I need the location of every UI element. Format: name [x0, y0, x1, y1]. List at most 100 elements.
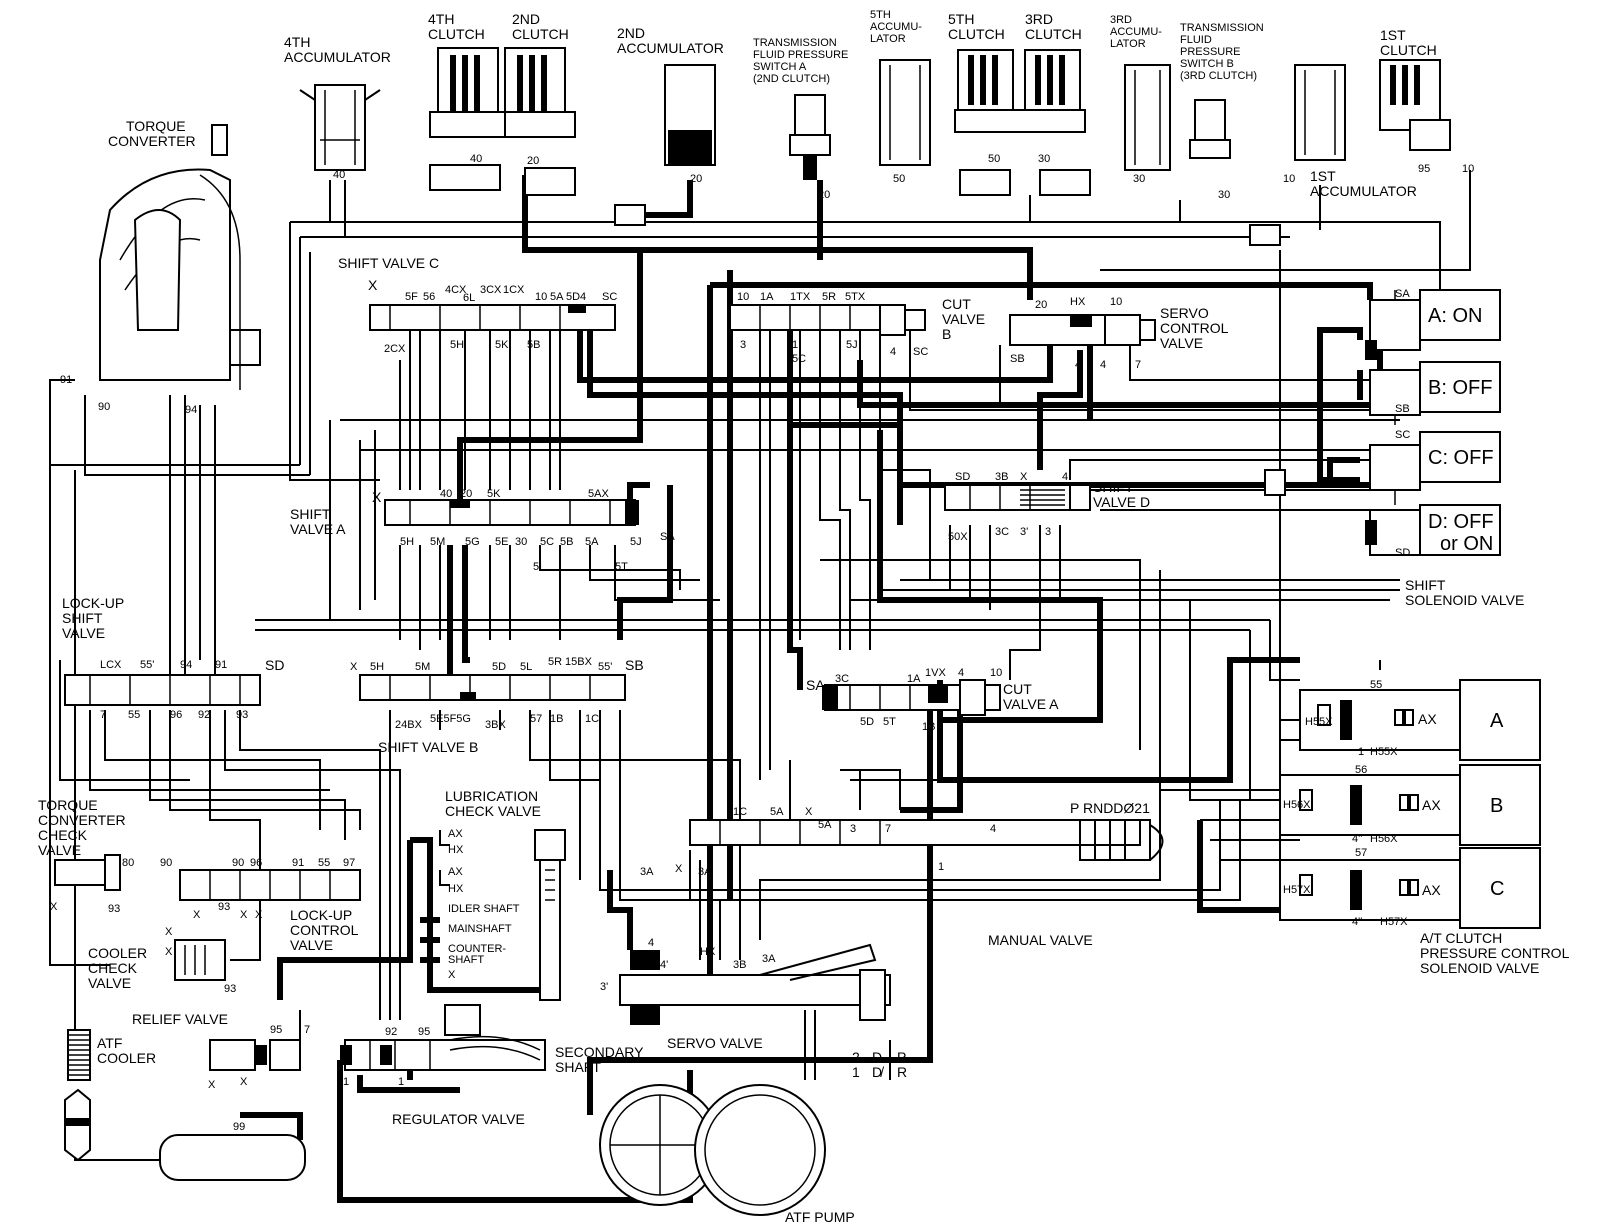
label-regulator-valve: REGULATOR VALVE: [392, 1111, 525, 1127]
port-20b: 20: [690, 173, 702, 185]
port-svb-5r: 5R: [548, 656, 562, 668]
port-scv-4: 4: [1100, 359, 1106, 371]
port-srv-3p: 3': [600, 981, 608, 993]
port-scv-7: 7: [1135, 359, 1141, 371]
port-ccv-x1: X: [165, 926, 173, 938]
port-mv-x2: X: [675, 863, 683, 875]
port-rv-7: 7: [304, 1024, 310, 1036]
port-cvb-3: 3: [740, 339, 746, 351]
label-secondary-shaft-l1: SECONDARY: [555, 1044, 644, 1060]
clutch-2nd: 2ND CLUTCH 20: [504, 11, 576, 196]
solenoid-c-box: [1419, 431, 1501, 483]
label-shift-valve-d-l1: SHIFT: [1093, 479, 1134, 495]
label-clutch-2nd-l2: CLUTCH: [512, 26, 569, 42]
solenoid-c-state: C: OFF: [1428, 447, 1494, 469]
port-svc-5d: 5D: [566, 291, 580, 303]
accumulator-5th: 5TH ACCUMU- LATOR 50: [870, 9, 931, 185]
port-40b: 40: [470, 153, 482, 165]
label-switch-b-l2: FLUID: [1180, 34, 1212, 46]
label-lubrication-check-l2: CHECK VALVE: [445, 803, 541, 819]
label-clutch-5th-l2: CLUTCH: [948, 26, 1005, 42]
port-svb-55p: 55': [598, 661, 612, 673]
pressure-solenoid-c-h-out: H57X: [1380, 916, 1408, 928]
port-svb-5h: 5H: [370, 661, 384, 673]
port-lsv-7: 7: [100, 709, 106, 721]
port-svb-x: X: [350, 661, 358, 673]
solenoid-a-port: SA: [1395, 288, 1410, 300]
lube-port-ax1: AX: [448, 828, 463, 840]
port-mv-3a: 3A: [640, 866, 654, 878]
pressure-switch-b: TRANSMISSION FLUID PRESSURE SWITCH B (3R…: [1180, 22, 1264, 201]
pressure-solenoid-c-ax: AX: [1422, 882, 1441, 898]
port-sva-5t: 5T: [615, 561, 628, 573]
port-srv-3a: 3A: [762, 953, 776, 965]
lube-port-hx1: HX: [448, 844, 464, 856]
port-cva-5t: 5T: [883, 716, 896, 728]
label-accumulator-3rd-l3: LATOR: [1110, 38, 1146, 50]
lube-port-ax2: AX: [448, 866, 463, 878]
port-lsv-55: 55: [128, 709, 140, 721]
label-accumulator-2nd-l1: 2ND: [617, 25, 645, 41]
port-sva-5k: 5K: [487, 488, 501, 500]
label-shift-valve-a-l1: SHIFT: [290, 506, 331, 522]
shift-valve-a: SHIFT VALVE A X 40 20 5K 5AX SA 5H 5M 5G…: [290, 488, 675, 573]
port-91a: 91: [60, 374, 72, 386]
port-svb-24bx: 24BX: [395, 719, 423, 731]
lube-port-idler-shaft: IDLER SHAFT: [448, 903, 520, 915]
port-svb-1c: 1C: [585, 713, 599, 725]
port-lcv-93: 93: [218, 901, 230, 913]
pressure-solenoid-c-name: C: [1490, 878, 1504, 900]
label-cooler-check-l2: CHECK: [88, 960, 138, 976]
port-sva-5a: 5A: [585, 536, 599, 548]
label-cut-valve-a-l1: CUT: [1003, 681, 1032, 697]
pressure-solenoid-a-h-in: H55X: [1305, 716, 1333, 728]
pressure-solenoid-c-port: 57: [1355, 847, 1367, 859]
servo-control-valve: SERVO CONTROL VALVE 20 HX 10 SB 4' 4 7: [1009, 296, 1229, 371]
label-atf-pump: ATF PUMP: [785, 1209, 855, 1225]
port-svc-56: 56: [423, 291, 435, 303]
port-mv-4: 4: [990, 823, 996, 835]
port-lcv-55: 55: [318, 857, 330, 869]
label-tc-check-l2: CONVERTER: [38, 812, 126, 828]
label-lockup-shift-l1: LOCK-UP: [62, 595, 124, 611]
port-svd-3c: 3C: [995, 526, 1009, 538]
port-sva-x: X: [372, 489, 382, 505]
cooler-check-valve: COOLER CHECK VALVE X X 93: [88, 926, 236, 995]
label-switch-a-l3: SWITCH A: [753, 61, 807, 73]
port-lsv-55p: 55': [140, 659, 154, 671]
atf-pump: ATF PUMP: [599, 1084, 855, 1225]
port-svc-5h: 5H: [450, 339, 464, 351]
label-secondary-shaft-l2: SHAFT: [555, 1059, 601, 1075]
port-svc-5k: 5K: [495, 339, 509, 351]
torque-converter-check-valve: TORQUE CONVERTER CHECK VALVE 80 93 X: [38, 797, 134, 915]
port-svc-x: X: [368, 277, 378, 293]
solenoid-d-box: [1419, 504, 1501, 556]
label-accumulator-1st-l2: ACCUMULATOR: [1310, 183, 1417, 199]
port-30a: 30: [1038, 153, 1050, 165]
port-lsv-94: 94: [180, 659, 192, 671]
port-50b: 50: [988, 153, 1000, 165]
servo-valve: SERVO VALVE 4 4' HX 3B 3A 3' 2 1 D D̸ P …: [600, 937, 920, 1080]
label-lockup-shift-l2: SHIFT: [62, 610, 103, 626]
label-cooler-check-l3: VALVE: [88, 975, 131, 991]
regulator-valve: REGULATOR VALVE 92 95 1 1: [340, 1004, 546, 1127]
solenoid-a-state: A: ON: [1428, 305, 1482, 327]
label-cut-valve-b-l2: VALVE: [942, 311, 985, 327]
port-cva-1vx: 1VX: [925, 667, 946, 679]
port-mv-5a: 5A: [770, 806, 784, 818]
port-svd-x: X: [1020, 471, 1028, 483]
port-lsv-lcx: LCX: [100, 659, 122, 671]
port-rv-95: 95: [270, 1024, 282, 1036]
port-srv-3b: 3B: [733, 959, 746, 971]
clutch-4th: 4TH CLUTCH 40: [428, 11, 506, 191]
lube-port-x: X: [448, 969, 456, 981]
port-svc-6l: 6L: [463, 292, 475, 304]
label-clutch-1st-l2: CLUTCH: [1380, 42, 1437, 58]
shift-valve-d: SHIFT VALVE D SD 3B X 4 50X 3C 3' 3: [944, 471, 1150, 543]
port-cvb-5c: 5C: [792, 353, 806, 365]
accumulator-3rd: 3RD ACCUMU- LATOR 30: [1110, 14, 1171, 185]
port-mv-3: 3: [850, 823, 856, 835]
label-pressure-solenoid-l1: A/T CLUTCH: [1420, 930, 1502, 946]
servo-pos-d-slash: D̸: [872, 1064, 884, 1080]
port-sva-5b: 5B: [560, 536, 573, 548]
